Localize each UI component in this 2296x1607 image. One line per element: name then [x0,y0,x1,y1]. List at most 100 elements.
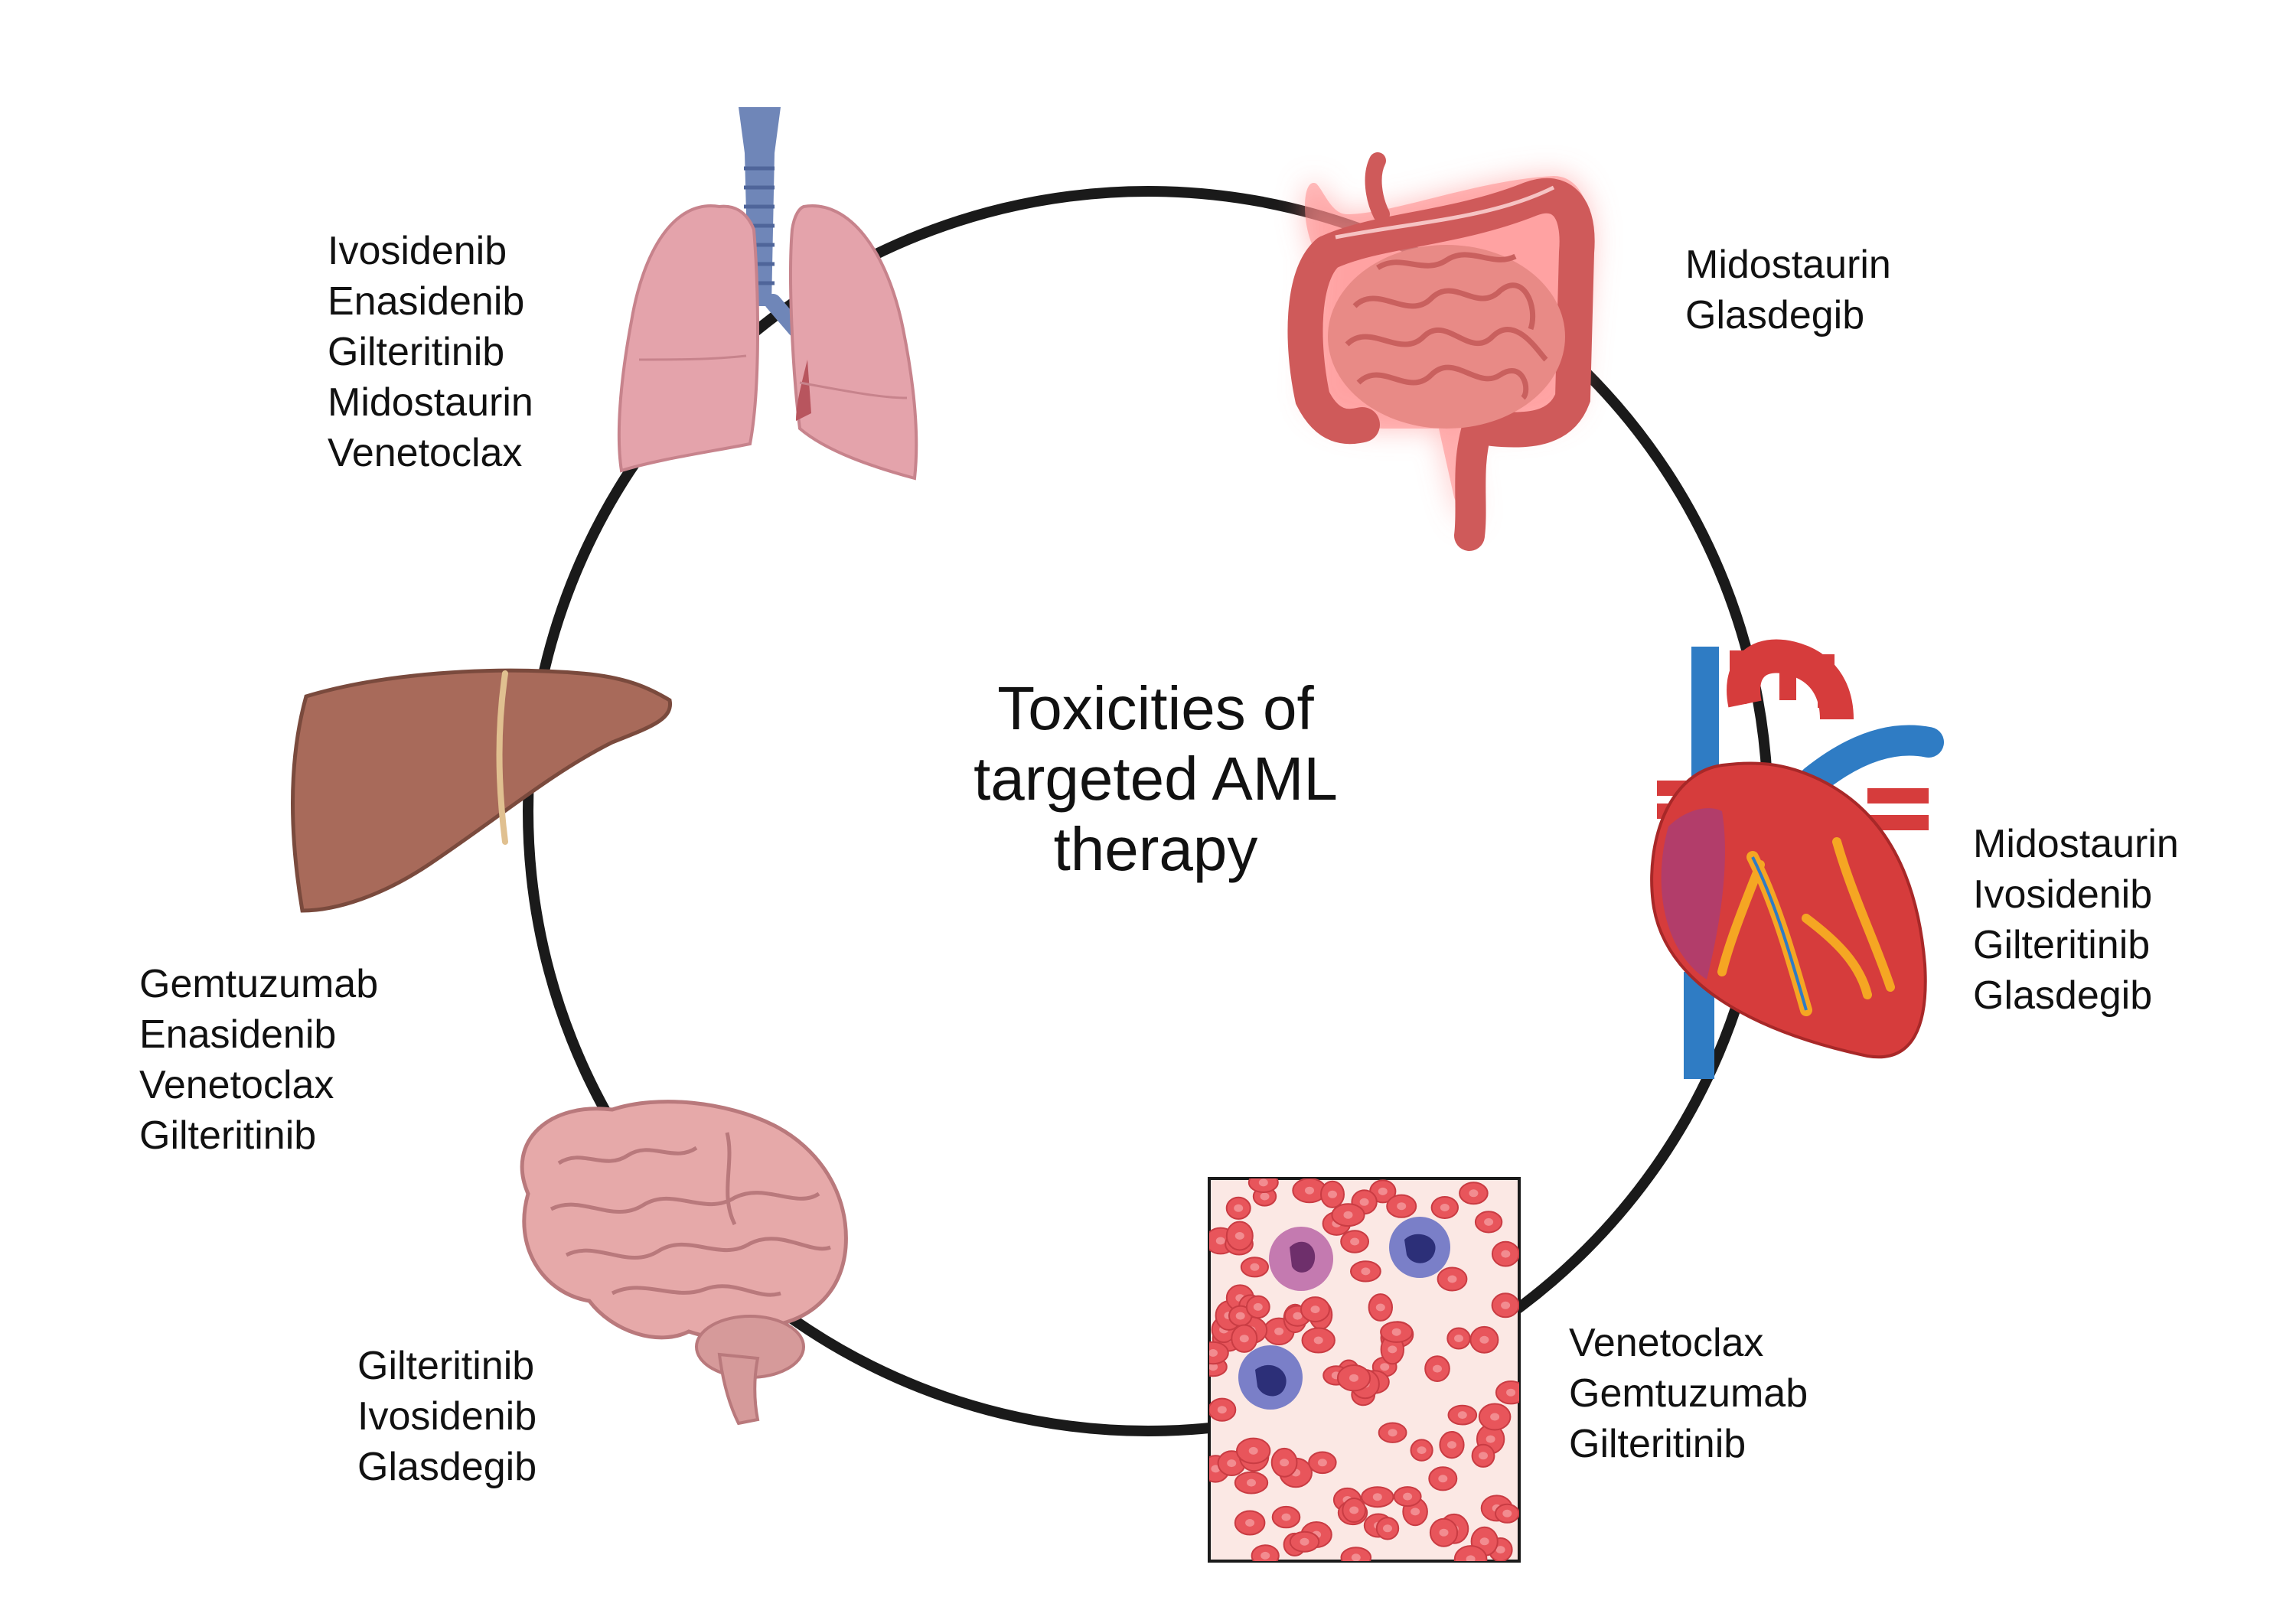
brain-icon [520,1100,848,1426]
red-blood-cell [1453,1545,1488,1561]
liver-icon [291,668,672,913]
red-blood-cell-center [1215,1237,1225,1245]
heart-drug-list: Midostaurin Ivosidenib Gilteritinib Glas… [1973,819,2179,1021]
red-blood-cell-center [1466,1555,1476,1561]
red-blood-cell-center [1351,1553,1361,1561]
red-blood-cell-center [1375,1303,1385,1312]
lungs-drug: Midostaurin [328,380,533,425]
red-blood-cell [1209,1341,1229,1365]
red-blood-cell-center [1486,1435,1495,1443]
red-blood-cell-center [1506,1388,1516,1397]
red-blood-cell-center [1484,1217,1494,1226]
red-blood-cell-center [1235,1312,1245,1320]
red-blood-cell-center [1261,1551,1270,1560]
red-blood-cell-center [1388,1429,1397,1437]
liver-drug: Venetoclax [139,1063,334,1107]
red-blood-cell-center [1305,1186,1314,1195]
red-blood-cell-center [1217,1406,1227,1414]
red-blood-cell-center [1501,1301,1511,1309]
blood-cells-icon [1208,1177,1521,1563]
red-blood-cell-center [1440,1204,1450,1211]
red-blood-cell-center [1479,1335,1489,1344]
red-blood-cell-center [1247,1478,1256,1487]
liver-drug: Gemtuzumab [139,962,379,1006]
red-blood-cell-center [1328,1190,1337,1198]
red-blood-cell-center [1490,1413,1500,1421]
brain-drug: Gilteritinib [357,1344,535,1388]
red-blood-cell-center [1447,1275,1457,1283]
red-blood-cell-center [1380,1363,1390,1371]
liver-drug-list: Gemtuzumab Enasidenib Venetoclax Gilteri… [139,959,378,1161]
red-blood-cell-center [1281,1513,1291,1521]
red-blood-cell-center [1234,1204,1244,1212]
lungs-icon [617,107,918,481]
red-blood-cell-center [1245,1519,1255,1527]
red-blood-cell-center [1239,1335,1249,1343]
red-blood-cell-center [1417,1446,1427,1455]
red-blood-cell-center [1447,1441,1456,1449]
lungs-drug-list: Ivosidenib Enasidenib Gilteritinib Midos… [328,226,533,478]
heart-drug: Glasdegib [1973,973,2153,1018]
red-blood-cell-center [1457,1411,1467,1420]
red-blood-cell-center [1209,1363,1218,1371]
red-blood-cell-center [1258,1178,1268,1187]
red-blood-cell-center [1454,1335,1463,1342]
title-line-3: therapy [1053,815,1258,883]
blood-drug: Venetoclax [1569,1321,1764,1365]
red-blood-cell-center [1234,1232,1244,1240]
red-blood-cell-center [1280,1459,1290,1467]
red-blood-cell-center [1227,1459,1237,1468]
lungs-drug: Gilteritinib [328,330,505,374]
red-blood-cell-center [1501,1250,1511,1258]
red-blood-cell-center [1502,1509,1512,1517]
red-blood-cell-center [1403,1492,1413,1501]
heart-icon [1650,639,1944,1079]
lungs-drug: Ivosidenib [328,229,507,273]
brain-drug-list: Gilteritinib Ivosidenib Glasdegib [357,1341,536,1492]
red-blood-cell-center [1361,1267,1371,1276]
intestine-icon [1287,152,1595,551]
red-blood-cell-center [1433,1364,1442,1373]
red-blood-cell-center [1383,1524,1392,1533]
diagram-title: Toxicities of targeted AML therapy [804,673,1508,885]
liver-drug: Gilteritinib [139,1113,317,1158]
red-blood-cell-center [1209,1349,1218,1357]
title-line-2: targeted AML [974,745,1338,813]
red-blood-cell-center [1313,1336,1323,1345]
brain-drug: Ivosidenib [357,1394,537,1439]
heart-drug: Gilteritinib [1973,923,2151,967]
white-blood-cell-3 [1238,1345,1303,1410]
intestine-drug-list: Midostaurin Glasdegib [1685,240,1891,341]
red-blood-cell-center [1293,1312,1303,1320]
white-blood-cell-2 [1389,1217,1450,1278]
red-blood-cell-center [1350,1237,1360,1246]
red-blood-cell-center [1391,1328,1401,1336]
red-blood-cell-center [1397,1202,1407,1211]
red-blood-cell-center [1250,1263,1260,1271]
red-blood-cell-center [1439,1528,1449,1537]
heart-drug: Ivosidenib [1973,872,2153,917]
red-blood-cell-center [1349,1374,1358,1382]
red-blood-cell-center [1349,1506,1359,1514]
red-blood-cell-center [1359,1198,1369,1206]
intestine-drug: Midostaurin [1685,243,1891,287]
lungs-drug: Enasidenib [328,279,525,324]
red-blood-cell-center [1479,1452,1488,1460]
red-blood-cell-center [1469,1189,1479,1198]
red-blood-cell-center [1300,1537,1309,1546]
blood-drug: Gilteritinib [1569,1422,1746,1466]
red-blood-cell-center [1274,1327,1284,1335]
red-blood-cell-center [1310,1305,1320,1314]
liver-drug: Enasidenib [139,1012,337,1057]
brain-drug: Glasdegib [357,1445,537,1489]
red-blood-cell-center [1388,1345,1397,1354]
red-blood-cell-center [1438,1475,1448,1483]
blood-drug: Gemtuzumab [1569,1371,1808,1416]
red-blood-cell-center [1253,1302,1263,1311]
red-blood-cell-center [1411,1508,1420,1516]
white-blood-cell-1 [1269,1227,1333,1291]
lungs-drug: Venetoclax [328,431,523,475]
red-blood-cell-center [1378,1187,1388,1195]
red-blood-cell-center [1248,1446,1258,1455]
